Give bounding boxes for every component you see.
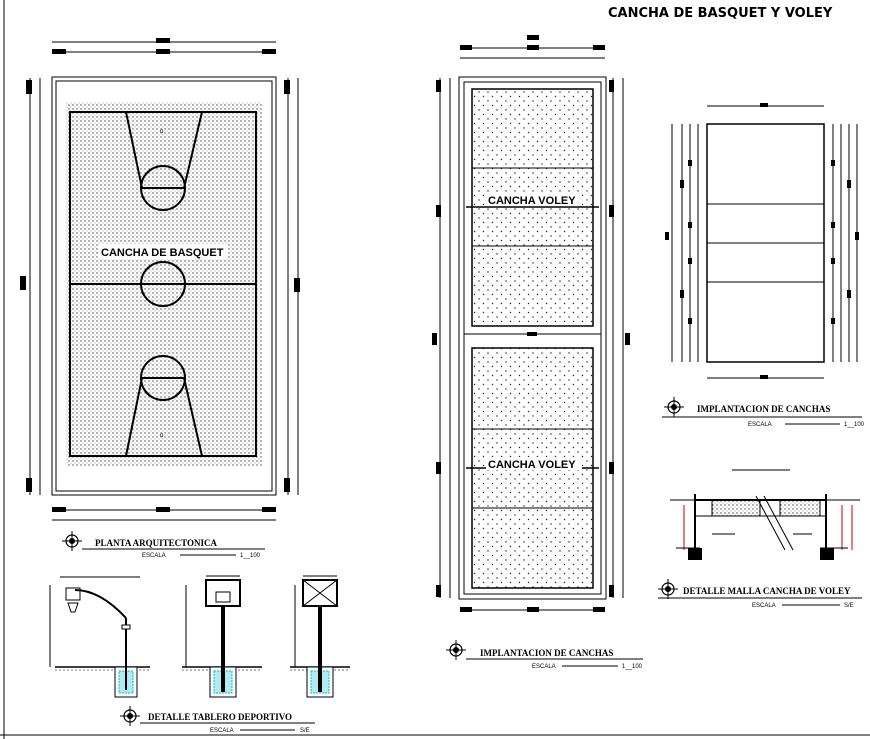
basketball-scale-label: ESCALA [142,553,166,559]
caption-marker-icon [657,578,679,600]
net-detail-caption: DETALLE MALLA CANCHA DE VOLEY [683,586,851,596]
svg-text:o: o [160,433,164,439]
volley-plan-scale-label: ESCALA [532,664,556,670]
volley-label-bg-top [486,193,582,206]
basketball-court-label: CANCHA DE BASQUET [101,247,224,259]
svg-text:o: o [160,129,164,135]
basketball-court-drawing: o o [20,38,300,521]
caption-marker-icon [663,396,685,418]
volley-court-label-top: CANCHA VOLEY [488,195,576,207]
caption-marker-icon [61,530,83,552]
basketball-scale-value: 1__100 [240,553,261,559]
net-scale-value: S/E [844,603,854,609]
basketball-label-bg [98,244,228,259]
volley-plan-caption: IMPLANTACION DE CANCHAS [480,648,613,658]
board-scale-value: S/E [300,728,310,734]
sheet-title: CANCHA DE BASQUET Y VOLEY [608,6,833,21]
volley-plan-scale-value: 1__100 [622,664,643,670]
net-scale-label: ESCALA [752,603,776,609]
volley-court-label-bottom: CANCHA VOLEY [488,459,576,471]
board-detail-drawings [49,575,350,698]
board-caption: DETALLE TABLERO DEPORTIVO [148,712,292,722]
board-scale-label: ESCALA [210,728,234,734]
volleyball-courts-drawing [432,35,630,612]
volley-label-bg-bottom [486,457,582,470]
caption-marker-icon [119,705,141,727]
small-implantation-drawing [665,103,859,379]
basketball-caption: PLANTA ARQUITECTONICA [95,538,217,548]
small-plan-caption: IMPLANTACION DE CANCHAS [697,404,830,414]
small-plan-scale-value: 1__100 [844,422,865,428]
volley-net-detail-drawing [670,469,860,560]
small-plan-scale-label: ESCALA [748,422,772,428]
caption-marker-icon [445,639,467,661]
